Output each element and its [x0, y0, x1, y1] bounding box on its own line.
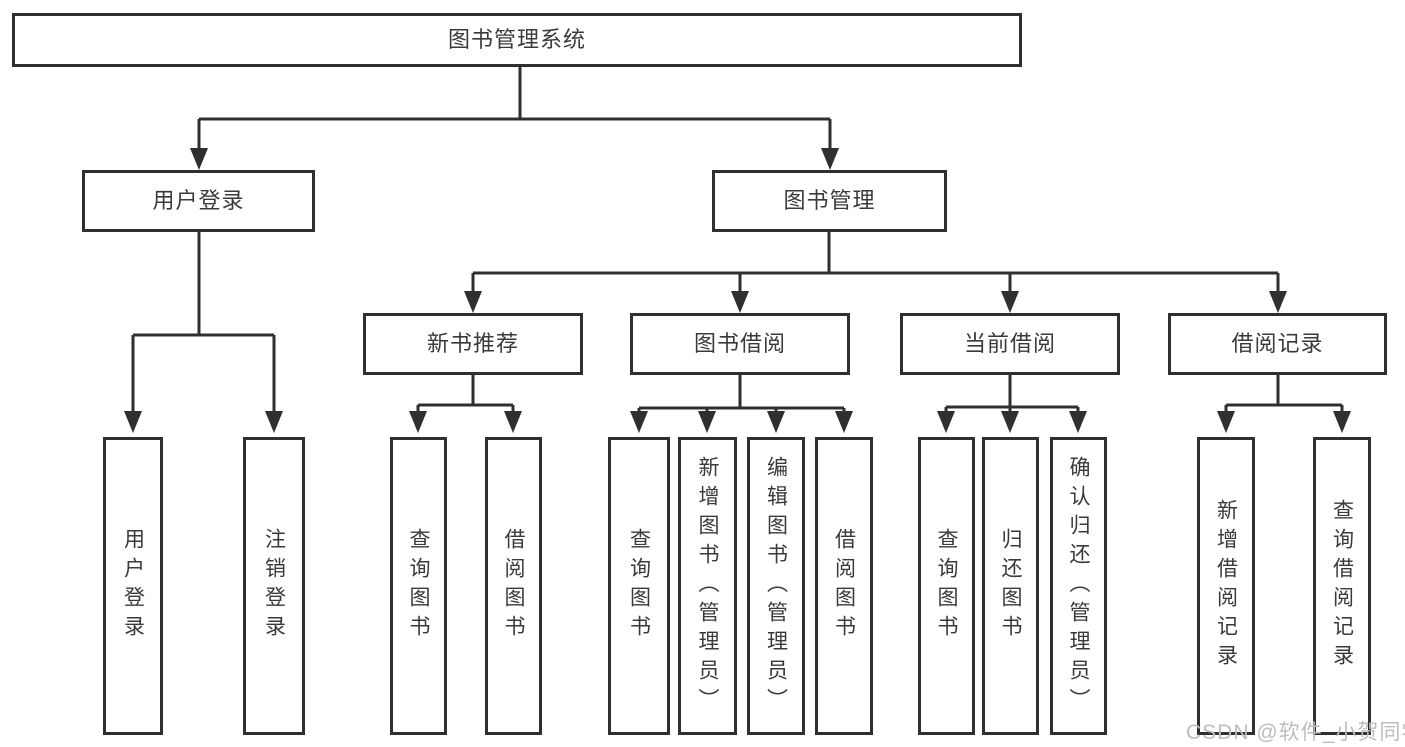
node-label: 新增图书（管理员）: [696, 455, 719, 717]
node-label: 图书借阅: [693, 331, 786, 356]
node-current-borrow: 当前借阅: [900, 313, 1120, 375]
node-label: 查询图书: [935, 528, 958, 644]
leaf-add-borrow-record: 新增借阅记录: [1197, 437, 1255, 735]
node-label: 用户登录: [121, 528, 145, 644]
leaf-borrow-books-recommend: 借阅图书: [485, 437, 542, 735]
node-book-management: 图书管理: [712, 170, 947, 232]
leaf-query-borrow-record: 查询借阅记录: [1313, 437, 1371, 735]
node-label: 查询图书: [627, 528, 651, 644]
leaf-logout: 注销登录: [243, 437, 305, 735]
node-label: 编辑图书（管理员）: [764, 455, 788, 717]
node-label: 图书管理: [783, 188, 876, 213]
node-label: 注销登录: [262, 528, 286, 644]
leaf-add-books-admin: 新增图书（管理员）: [678, 437, 737, 735]
node-book-borrow: 图书借阅: [630, 313, 850, 375]
leaf-query-books-borrow: 查询图书: [608, 437, 670, 735]
edge-user-login-group: [131, 232, 276, 415]
leaf-query-books-current: 查询图书: [918, 437, 975, 735]
node-label: 新书推荐: [426, 331, 519, 356]
node-label: 用户登录: [152, 188, 245, 213]
node-label: 查询图书: [407, 528, 430, 644]
node-borrow-records: 借阅记录: [1168, 313, 1387, 375]
leaf-query-books-recommend: 查询图书: [390, 437, 447, 735]
edge-book-management-group: [471, 232, 1280, 295]
node-label: 借阅记录: [1231, 331, 1324, 356]
leaf-user-login: 用户登录: [103, 437, 163, 735]
edge-borrow-group: [637, 375, 846, 415]
node-label: 借阅图书: [832, 528, 856, 644]
node-label: 新增借阅记录: [1214, 499, 1238, 673]
leaf-confirm-return-admin: 确认归还（管理员）: [1050, 437, 1107, 735]
edge-records-group: [1224, 375, 1344, 415]
edge-root-to-level2: [197, 66, 832, 152]
node-user-login: 用户登录: [82, 170, 315, 232]
node-label: 确认归还（管理员）: [1067, 455, 1090, 717]
leaf-edit-books-admin: 编辑图书（管理员）: [747, 437, 805, 735]
edge-current-group: [944, 375, 1080, 415]
edge-recommend-group: [416, 375, 515, 415]
node-label: 查询借阅记录: [1330, 499, 1354, 673]
node-label: 归还图书: [999, 528, 1022, 644]
node-new-book-recommend: 新书推荐: [363, 313, 583, 375]
node-label: 图书管理系统: [447, 27, 586, 52]
csdn-watermark: CSDN @软件_小贺同学: [1186, 721, 1405, 744]
node-label: 当前借阅: [963, 331, 1056, 356]
node-system-root: 图书管理系统: [12, 13, 1022, 67]
leaf-borrow-books: 借阅图书: [815, 437, 873, 735]
arrowheads: [124, 148, 1351, 433]
node-label: 借阅图书: [502, 528, 525, 644]
leaf-return-books: 归还图书: [982, 437, 1039, 735]
